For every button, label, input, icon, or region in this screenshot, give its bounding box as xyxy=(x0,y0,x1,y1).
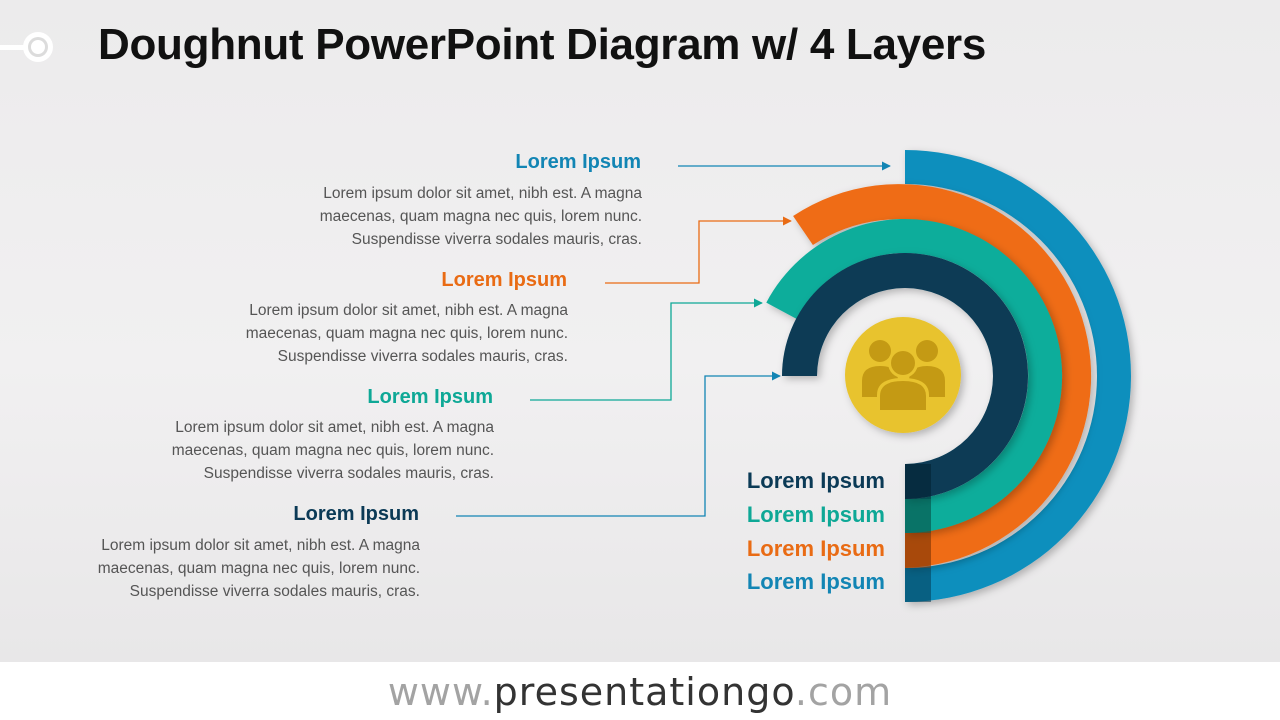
legend-strip-teal xyxy=(905,499,931,533)
item-3-line-2: maecenas, quam magna nec quis, lorem nun… xyxy=(171,442,494,459)
item-3-line-3: Suspendisse viverra sodales mauris, cras… xyxy=(203,465,494,482)
legend-strip-navy xyxy=(905,464,931,499)
item-1-heading: Lorem Ipsum xyxy=(515,151,641,173)
item-2-line-2: maecenas, quam magna nec quis, lorem nun… xyxy=(245,325,568,342)
ring-layer-2-orange xyxy=(793,184,1092,568)
item-1-line-3: Suspendisse viverra sodales mauris, cras… xyxy=(351,231,642,248)
slide-canvas: Doughnut PowerPoint Diagram w/ 4 Layers xyxy=(0,0,1280,662)
doughnut-diagram xyxy=(456,150,1131,602)
connector-line-4 xyxy=(456,371,781,517)
item-1-line-1: Lorem ipsum dolor sit amet, nibh est. A … xyxy=(323,185,642,202)
item-2-heading: Lorem Ipsum xyxy=(441,269,567,291)
item-1-description: Lorem ipsum dolor sit amet, nibh est. A … xyxy=(320,182,642,251)
page-title: Doughnut PowerPoint Diagram w/ 4 Layers xyxy=(98,20,987,69)
item-4-line-3: Suspendisse viverra sodales mauris, cras… xyxy=(129,583,420,600)
item-2-line-3: Suspendisse viverra sodales mauris, cras… xyxy=(277,348,568,365)
item-2-line-1: Lorem ipsum dolor sit amet, nibh est. A … xyxy=(249,302,568,319)
connector-line-3 xyxy=(530,298,763,401)
item-4-line-2: maecenas, quam magna nec quis, lorem nun… xyxy=(97,560,420,577)
legend-label-orange: Lorem Ipsum xyxy=(746,536,885,561)
legend-strip-blue xyxy=(905,568,931,602)
item-2-description: Lorem ipsum dolor sit amet, nibh est. A … xyxy=(246,299,568,368)
footer-url-prefix: www. xyxy=(387,670,494,714)
people-group-icon xyxy=(845,317,961,433)
item-4-line-1: Lorem ipsum dolor sit amet, nibh est. A … xyxy=(101,537,420,554)
legend-strip-orange xyxy=(905,533,931,568)
item-3-heading: Lorem Ipsum xyxy=(367,386,493,408)
item-4-description: Lorem ipsum dolor sit amet, nibh est. A … xyxy=(98,534,420,603)
connector-line-2 xyxy=(605,216,792,284)
logo-key-icon xyxy=(0,32,53,62)
legend-label-navy: Lorem Ipsum xyxy=(746,468,885,493)
footer-url-suffix: .com xyxy=(794,670,893,714)
item-4-heading: Lorem Ipsum xyxy=(293,503,419,525)
item-3-line-1: Lorem ipsum dolor sit amet, nibh est. A … xyxy=(175,419,494,436)
legend-label-teal: Lorem Ipsum xyxy=(746,502,885,527)
footer-url-brand: presentationgo xyxy=(493,670,795,714)
footer: www.presentationgo.com xyxy=(0,662,1280,720)
item-1-line-2: maecenas, quam magna nec quis, lorem nun… xyxy=(319,208,642,225)
item-3-description: Lorem ipsum dolor sit amet, nibh est. A … xyxy=(172,416,494,485)
ring-layer-1-blue xyxy=(905,150,1131,602)
legend-label-blue: Lorem Ipsum xyxy=(746,569,885,594)
footer-url[interactable]: www.presentationgo.com xyxy=(388,670,892,714)
